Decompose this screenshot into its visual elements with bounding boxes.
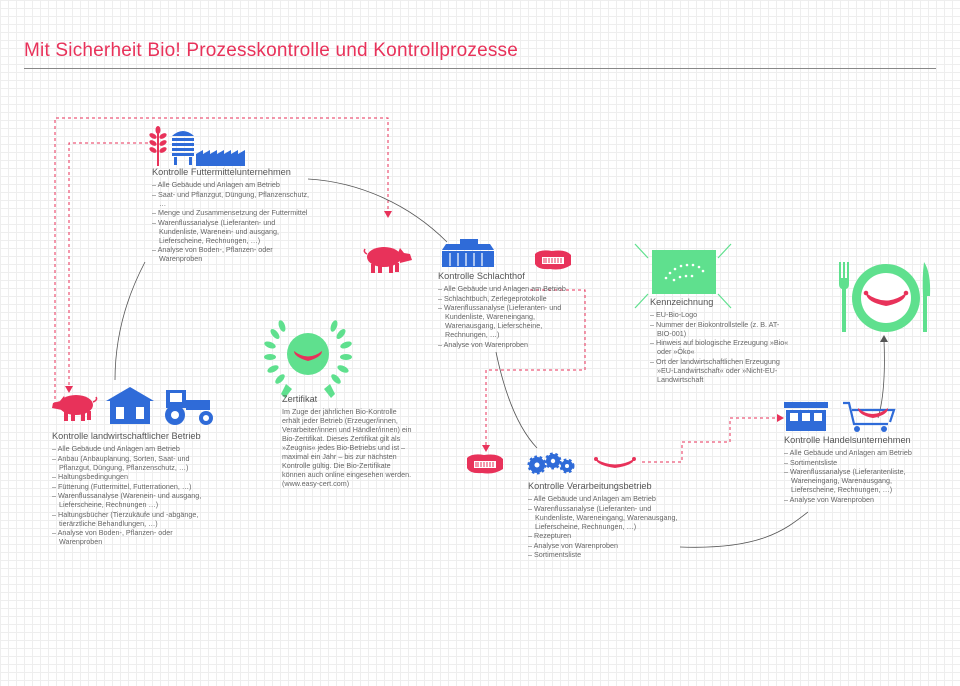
dashed-arrow-processing-to-retail xyxy=(642,417,779,463)
ray-bottom-right xyxy=(717,293,732,309)
list-item: Anbau (Anbauplanung, Sorten, Saat- und P… xyxy=(52,454,212,472)
list-item: Haltungsbücher (Tierzukäufe und -abgänge… xyxy=(52,510,212,528)
slaughterhouse-icon xyxy=(442,239,494,267)
page-title: Mit Sicherheit Bio! Prozesskontrolle und… xyxy=(24,40,519,61)
ray-bottom-left xyxy=(634,293,649,309)
node-heading: Kontrolle Schlachthof xyxy=(438,271,525,281)
laurel-wreath-icon xyxy=(264,320,352,398)
wheat-icon xyxy=(149,126,167,166)
node-retail: Kontrolle Handelsunternehmen Alle Gebäud… xyxy=(784,435,934,504)
list-item: Nummer der Biokontrollstelle (z. B. AT-B… xyxy=(650,320,790,338)
list-item: Sortimentsliste xyxy=(528,550,678,559)
list-item: Analyse von Warenproben xyxy=(438,340,578,349)
curve-processing-to-retail xyxy=(679,511,809,548)
plate-icon xyxy=(852,264,920,332)
list-item: Analyse von Warenproben xyxy=(528,541,678,550)
node-heading: Kennzeichnung xyxy=(650,297,714,307)
list-item: Warenflussanalyse (Lieferanten- und Kund… xyxy=(152,218,312,245)
ray-top-left xyxy=(634,243,649,259)
sausage-icon xyxy=(594,457,636,468)
list-item: Menge und Zusammensetzung der Futtermitt… xyxy=(152,208,312,217)
node-certificate: Zertifikat Im Zuge der jährlichen Bio-Ko… xyxy=(282,394,412,488)
pig-icon xyxy=(363,247,412,273)
arrowhead-farm xyxy=(65,386,73,393)
shopping-cart-icon xyxy=(843,401,896,432)
curve-slaughterhouse-to-processing xyxy=(495,351,538,449)
dashed-arrow-farm-to-slaughterhouse xyxy=(54,117,389,405)
pig-icon xyxy=(52,395,98,421)
node-heading: Kontrolle Futtermittelunternehmen xyxy=(152,167,291,177)
curve-retail-to-plate xyxy=(877,339,885,419)
list-item: Warenflussanalyse (Lieferantenliste, War… xyxy=(784,467,934,494)
silo-icon xyxy=(172,131,194,165)
node-feed-company: Kontrolle Futtermittelunternehmen Alle G… xyxy=(152,167,312,264)
shop-icon xyxy=(784,402,828,431)
node-slaughterhouse: Kontrolle Schlachthof Alle Gebäude und A… xyxy=(438,271,578,349)
list-item: Sortimentsliste xyxy=(784,458,934,467)
list-item: Schlachtbuch, Zerlegeprotokolle xyxy=(438,294,578,303)
list-item: Alle Gebäude und Anlagen am Betrieb xyxy=(438,284,578,293)
arrowhead-slaughterhouse xyxy=(384,211,392,218)
list-item: Warenflussanalyse (Lieferanten- und Kund… xyxy=(438,303,578,339)
list-item: EU-Bio-Logo xyxy=(650,310,790,319)
node-heading: Kontrolle Verarbeitungsbetrieb xyxy=(528,481,652,491)
arrowhead-processing xyxy=(482,445,490,452)
list-item: Warenflussanalyse (Warenein- und ausgang… xyxy=(52,491,212,509)
certificate-text: Im Zuge der jährlichen Bio-Kontrolle erh… xyxy=(282,407,412,488)
sausage-icon xyxy=(866,293,906,306)
meat-package-icon xyxy=(535,250,571,270)
fork-icon xyxy=(839,262,849,332)
arrowhead-retail xyxy=(777,414,784,422)
arrowhead-plate xyxy=(880,335,888,342)
dashed-arrow-feed-to-farm xyxy=(68,142,148,388)
node-labelling: Kennzeichnung EU-Bio-Logo Nummer der Bio… xyxy=(650,297,790,384)
list-item: Analyse von Boden-, Pflanzen- oder Waren… xyxy=(152,245,312,263)
list-item: Ort der landwirtschaftlichen Erzeugung »… xyxy=(650,357,790,384)
curve-feed-to-slaughterhouse xyxy=(307,178,448,243)
list-item: Alle Gebäude und Anlagen am Betrieb xyxy=(528,494,678,503)
list-item: Hinweis auf biologische Erzeugung »Bio« … xyxy=(650,338,790,356)
node-processing: Kontrolle Verarbeitungsbetrieb Alle Gebä… xyxy=(528,481,678,560)
meat-package-icon xyxy=(467,454,503,474)
curve-feed-to-farm xyxy=(114,261,146,381)
barn-icon xyxy=(106,387,154,424)
knife-icon xyxy=(922,262,931,332)
factory-icon xyxy=(196,150,245,166)
gears-icon xyxy=(527,452,575,475)
ray-top-right xyxy=(717,243,732,259)
title-divider xyxy=(24,68,936,69)
list-item: Analyse von Warenproben xyxy=(784,495,934,504)
list-item: Saat- und Pflanzgut, Düngung, Pflanzensc… xyxy=(152,190,312,208)
list-item: Fütterung (Futtermittel, Futterrationen,… xyxy=(52,482,212,491)
list-item: Warenflussanalyse (Lieferanten- und Kund… xyxy=(528,504,678,531)
node-heading: Kontrolle Handelsunternehmen xyxy=(784,435,911,445)
list-item: Alle Gebäude und Anlagen am Betrieb xyxy=(784,448,934,457)
list-item: Haltungsbedingungen xyxy=(52,472,212,481)
node-heading: Zertifikat xyxy=(282,394,318,404)
list-item: Alle Gebäude und Anlagen am Betrieb xyxy=(152,180,312,189)
node-farm: Kontrolle landwirtschaftlicher Betrieb A… xyxy=(52,431,212,547)
list-item: Alle Gebäude und Anlagen am Betrieb xyxy=(52,444,212,453)
tractor-icon xyxy=(165,390,213,425)
list-item: Rezepturen xyxy=(528,531,678,540)
list-item: Analyse von Boden-, Pflanzen- oder Waren… xyxy=(52,528,212,546)
eu-bio-logo-icon xyxy=(652,250,716,294)
node-heading: Kontrolle landwirtschaftlicher Betrieb xyxy=(52,431,201,441)
